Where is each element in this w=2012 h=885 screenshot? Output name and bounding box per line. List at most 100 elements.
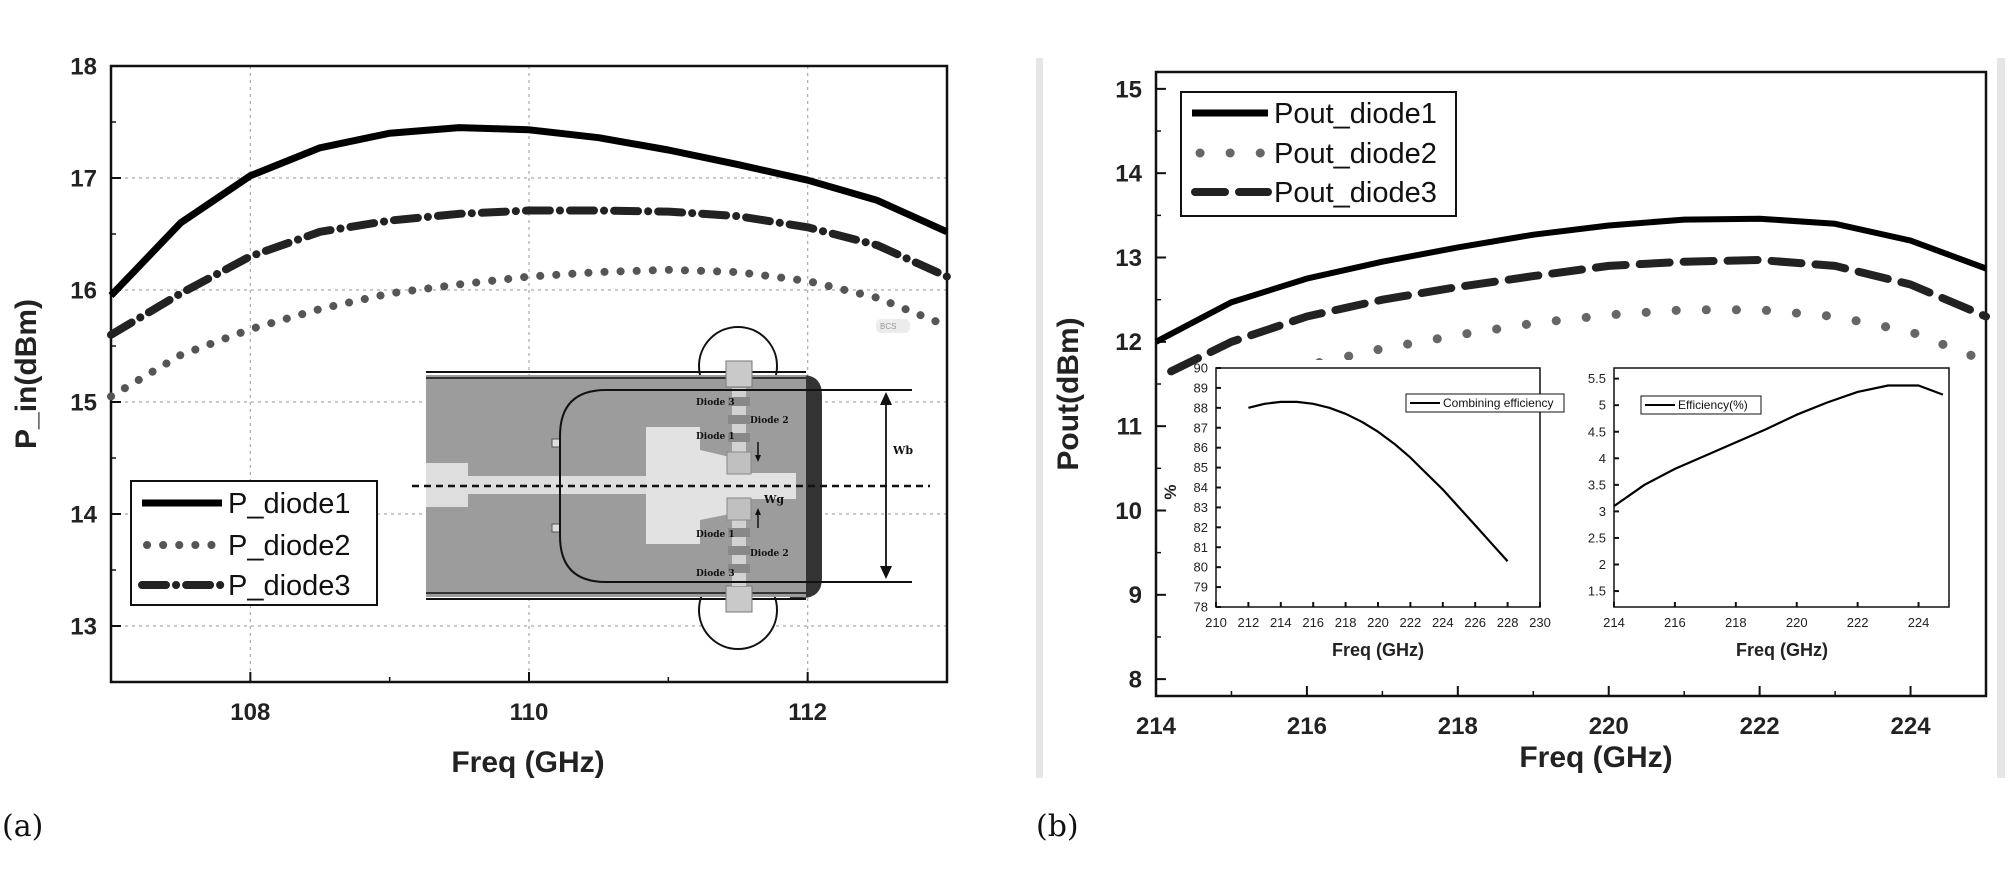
y-tick-label: 84 [1194, 480, 1208, 495]
inset2-frame [1613, 367, 1950, 608]
diagram-label-diode1-top: Diode 1 [696, 432, 735, 442]
x-tick-label: 210 [1205, 615, 1227, 630]
legend-label-p-diode2: P_diode2 [228, 530, 351, 562]
y-tick-label: 17 [70, 165, 97, 192]
x-tick-label: 216 [1664, 615, 1686, 630]
y-tick-label: 3.5 [1588, 477, 1606, 492]
panel-a-xlabel: Freq (GHz) [451, 746, 604, 779]
inset1-xlabel: Freq (GHz) [1332, 640, 1424, 660]
panel-b-series [1154, 215, 1991, 389]
x-tick-label: 214 [1136, 713, 1177, 740]
x-tick-label: 108 [230, 699, 270, 726]
diagram-diode-bot-1 [728, 528, 750, 537]
panel-label-a: (a) [2, 809, 43, 844]
y-tick-label: 14 [70, 501, 97, 528]
y-tick-label: 83 [1194, 500, 1208, 515]
x-tick-label: 220 [1367, 615, 1389, 630]
x-tick-label: 222 [1400, 615, 1422, 630]
y-tick-label: 15 [70, 389, 97, 416]
legend-label-p-diode1: P_diode1 [228, 488, 351, 520]
diagram-small-pad-bottom [551, 523, 561, 533]
legend-label-pout-diode1: Pout_diode1 [1274, 98, 1437, 130]
panel-b-left-border [1036, 58, 1043, 778]
y-tick-label: 89 [1194, 380, 1208, 395]
diagram-top-pad [725, 360, 753, 388]
x-tick-label: 214 [1270, 615, 1292, 630]
diagram-diode-top-3 [728, 397, 750, 406]
x-tick-label: 218 [1438, 713, 1478, 740]
watermark-text: BCS [880, 322, 896, 331]
x-tick-label: 112 [788, 699, 827, 726]
y-tick-label: 15 [1115, 76, 1142, 103]
legend-label-p-diode3: P_diode3 [228, 570, 351, 602]
y-tick-label: 4.5 [1588, 424, 1606, 439]
panel-a-series [107, 124, 951, 401]
diagram-label-wg: Wg [763, 493, 784, 506]
diagram-diode-chain-top [732, 388, 746, 464]
diagram-label-diode2-bot: Diode 2 [750, 549, 789, 559]
series-line-pout-diode1 [1154, 215, 1988, 345]
diagram-label-diode2-top: Diode 2 [750, 416, 789, 426]
panel-b-xlabel: Freq (GHz) [1519, 741, 1672, 774]
diagram-label-diode1-bot: Diode 1 [696, 530, 735, 540]
diagram-diode-top-2 [728, 415, 750, 424]
diagram-diode-bot-block [726, 497, 752, 521]
diagram-diode-bot-3 [728, 564, 750, 573]
y-tick-label: 11 [1117, 414, 1142, 441]
y-tick-label: 12 [1115, 329, 1142, 356]
inset1-series [1248, 400, 1509, 562]
series-line-efficiency- [1613, 384, 1944, 508]
y-tick-label: 85 [1194, 460, 1208, 475]
x-tick-label: 214 [1603, 615, 1625, 630]
inset2-legend-label: Efficiency(%) [1678, 398, 1748, 412]
x-tick-label: 110 [510, 699, 549, 726]
panel-a-ylabel: P_in(dBm) [10, 299, 43, 449]
y-tick-label: 14 [1115, 161, 1142, 188]
x-tick-label: 216 [1287, 713, 1327, 740]
diagram-wg-arrow-head-bottom [755, 508, 761, 515]
x-tick-label: 218 [1725, 615, 1747, 630]
inset2-legend-box [1640, 395, 1762, 415]
y-tick-label: 8 [1129, 667, 1142, 694]
diagram-wb-arrow-head-top [880, 392, 892, 405]
y-tick-label: 5 [1599, 398, 1606, 413]
inset2-xlabel: Freq (GHz) [1736, 640, 1828, 660]
x-tick-label: 224 [1891, 713, 1932, 740]
x-tick-label: 220 [1589, 713, 1629, 740]
y-tick-label: 90 [1194, 361, 1208, 376]
panel-label-b: (b) [1036, 809, 1079, 844]
diagram-wb-arrow-head-bottom [880, 566, 892, 579]
watermark-badge [876, 319, 910, 333]
diagram-label-diode3-bot: Diode 3 [696, 569, 735, 579]
y-tick-label: 80 [1194, 560, 1208, 575]
x-tick-label: 224 [1432, 615, 1454, 630]
diagram-wg-arrow-head-top [755, 455, 761, 462]
inset1-legend-box [1405, 393, 1565, 413]
y-tick-label: 3 [1599, 504, 1606, 519]
y-tick-label: 82 [1194, 520, 1208, 535]
x-tick-label: 228 [1497, 615, 1519, 630]
inset1-ylabel: % [1161, 484, 1180, 499]
y-tick-label: 13 [1115, 245, 1142, 272]
panel-b-legend: Pout_diode1 Pout_diode2 Pout_diode3 [1180, 91, 1457, 217]
y-tick-label: 18 [70, 53, 97, 80]
y-tick-label: 79 [1194, 580, 1208, 595]
x-tick-label: 220 [1786, 615, 1808, 630]
diagram-diode-top-1 [728, 433, 750, 442]
x-tick-label: 218 [1335, 615, 1357, 630]
diagram-bottom-pad [725, 585, 753, 613]
diagram-diode-top-block [726, 451, 752, 475]
legend-label-pout-diode2: Pout_diode2 [1274, 138, 1437, 170]
y-tick-label: 9 [1129, 582, 1142, 609]
diagram-label-diode3-top: Diode 3 [696, 398, 735, 408]
y-tick-label: 16 [70, 277, 97, 304]
series-line-p-diode3 [107, 206, 951, 339]
